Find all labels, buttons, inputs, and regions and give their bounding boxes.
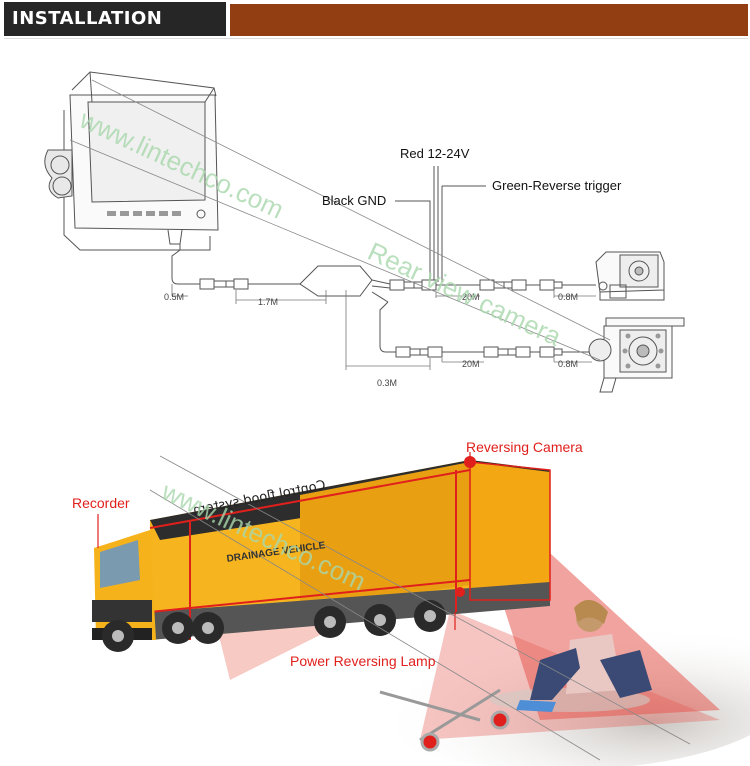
reversing-camera-label: Reversing Camera bbox=[466, 439, 583, 455]
camera-1-illustration bbox=[595, 251, 665, 301]
length-extension: 1.7M bbox=[258, 297, 279, 307]
header-divider bbox=[4, 38, 748, 39]
truck-trailer bbox=[149, 460, 551, 640]
green-wire-label: Green-Reverse trigger bbox=[492, 178, 622, 193]
header-bar: INSTALLATION DIAGRAM bbox=[0, 0, 750, 63]
scooter bbox=[379, 688, 510, 752]
length-camera1-lead: 0.8M bbox=[558, 292, 579, 302]
page-title: INSTALLATION DIAGRAM bbox=[4, 2, 226, 63]
recorder-label: Recorder bbox=[72, 495, 130, 511]
length-camera2-cable: 20M bbox=[462, 359, 480, 369]
child-figure bbox=[490, 599, 652, 712]
monitor-illustration bbox=[44, 71, 219, 251]
red-wire-label: Red 12-24V bbox=[400, 146, 470, 161]
header-accent-bar bbox=[230, 4, 748, 36]
length-monitor-lead: 0.5M bbox=[164, 292, 185, 302]
power-reversing-lamp-label: Power Reversing Lamp bbox=[290, 653, 436, 669]
truck-scene bbox=[92, 452, 750, 766]
length-camera2-lead: 0.8M bbox=[558, 359, 579, 369]
camera-2-illustration bbox=[588, 317, 685, 393]
length-camera1-cable: 20M bbox=[462, 292, 480, 302]
length-branch: 0.3M bbox=[377, 378, 398, 388]
black-wire-label: Black GND bbox=[322, 193, 387, 208]
truck-cab bbox=[92, 530, 156, 640]
wiring-diagram bbox=[44, 71, 685, 393]
